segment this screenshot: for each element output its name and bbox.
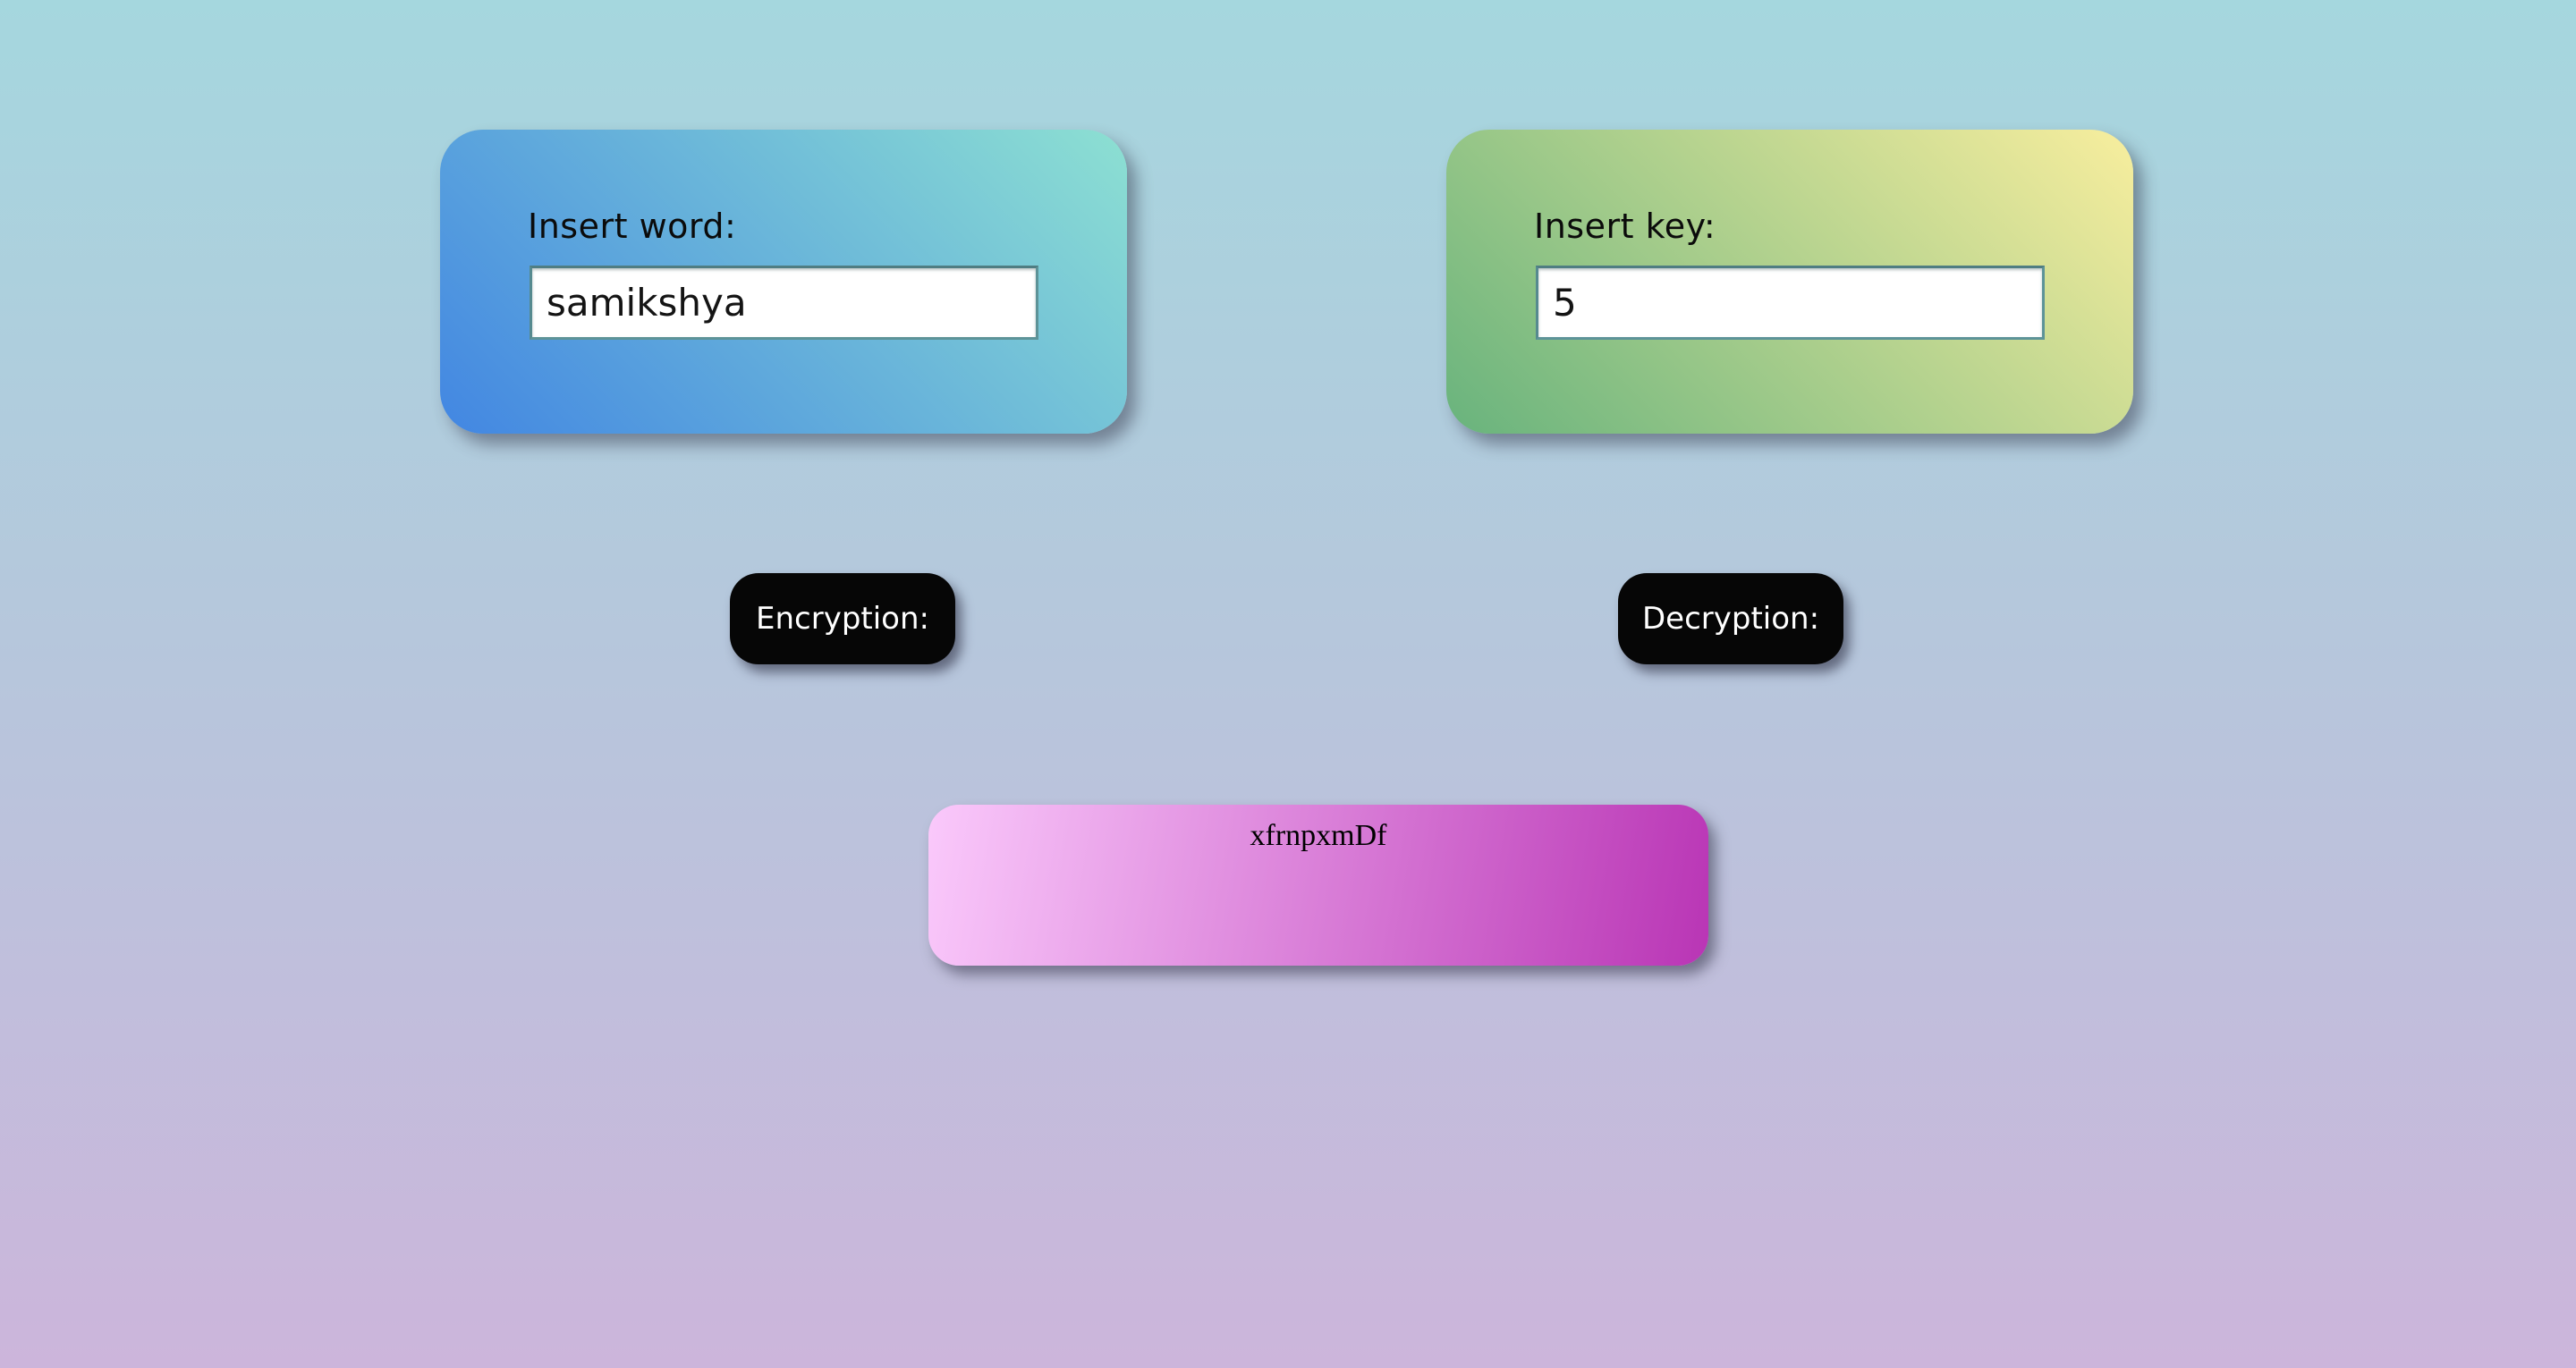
result-text: xfrnpxmDf [1250, 819, 1387, 852]
insert-word-label: Insert word: [528, 207, 737, 246]
insert-word-card: Insert word: [440, 130, 1127, 434]
result-panel: xfrnpxmDf [928, 805, 1708, 966]
insert-key-card: Insert key: [1446, 130, 2133, 434]
word-input[interactable] [530, 266, 1038, 340]
decryption-button[interactable]: Decryption: [1618, 573, 1843, 664]
insert-key-label: Insert key: [1534, 207, 1716, 246]
encryption-button[interactable]: Encryption: [730, 573, 955, 664]
key-input[interactable] [1536, 266, 2045, 340]
